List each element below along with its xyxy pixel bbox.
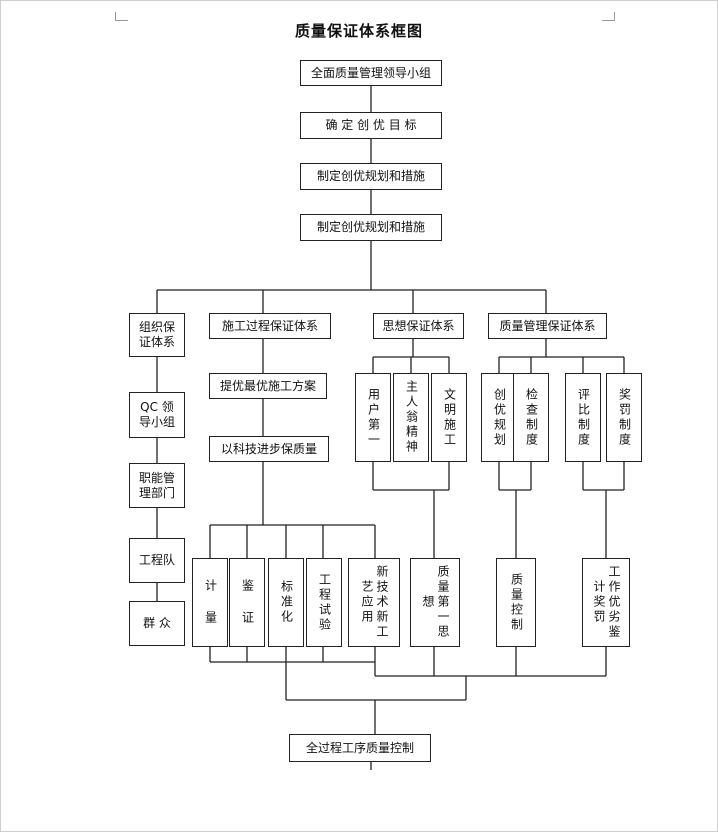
inspection-system-box: 检查制度 [513,373,549,462]
plan-measures-box-1: 制定创优规划和措施 [300,163,442,190]
ownership-spirit-box: 主人翁精神 [393,373,429,462]
civilized-construction-box: 文明施工 [431,373,467,462]
process-quality-control-box: 全过程工序质量控制 [289,734,431,762]
tech-progress-box: 以科技进步保质量 [209,436,329,462]
new-tech-box: 新技术新工艺应用 [348,558,400,647]
diagram-title: 质量保证体系框图 [294,22,423,40]
set-goal-box: 确 定 创 优 目 标 [300,112,442,139]
work-evaluation-box: 工作优劣鉴计奖罚 [582,558,630,647]
standardization-box: 标准化 [268,558,304,647]
quality-first-thought-box: 质量第一思想 [410,558,460,647]
masses-box: 群 众 [129,601,185,646]
quality-control-box: 质量控制 [496,558,536,647]
optimal-plan-box: 提优最优施工方案 [209,373,327,399]
construction-process-box: 施工过程保证体系 [209,313,331,339]
ideology-guarantee-box: 思想保证体系 [373,313,464,339]
org-guarantee-box: 组织保证体系 [129,313,185,357]
quality-mgmt-guarantee-box: 质量管理保证体系 [488,313,607,339]
functional-dept-box: 职能管理部门 [129,463,185,508]
reward-penalty-box: 奖罚制度 [606,373,642,462]
leadership-group-box: 全面质量管理领导小组 [300,60,442,86]
appraisal-system-box: 评比制度 [565,373,601,462]
qc-group-box: QC 领导小组 [129,392,185,438]
work-team-box: 工程队 [129,538,185,583]
crop-mark [602,12,615,21]
plan-measures-box-2: 制定创优规划和措施 [300,214,442,241]
metrology-box: 计 量 [192,558,228,647]
certification-box: 鉴 证 [229,558,265,647]
excellence-plan-box: 创优规划 [481,373,517,462]
customer-first-box: 用户第一 [355,373,391,462]
engineering-test-box: 工程试验 [306,558,342,647]
crop-mark [115,12,128,21]
